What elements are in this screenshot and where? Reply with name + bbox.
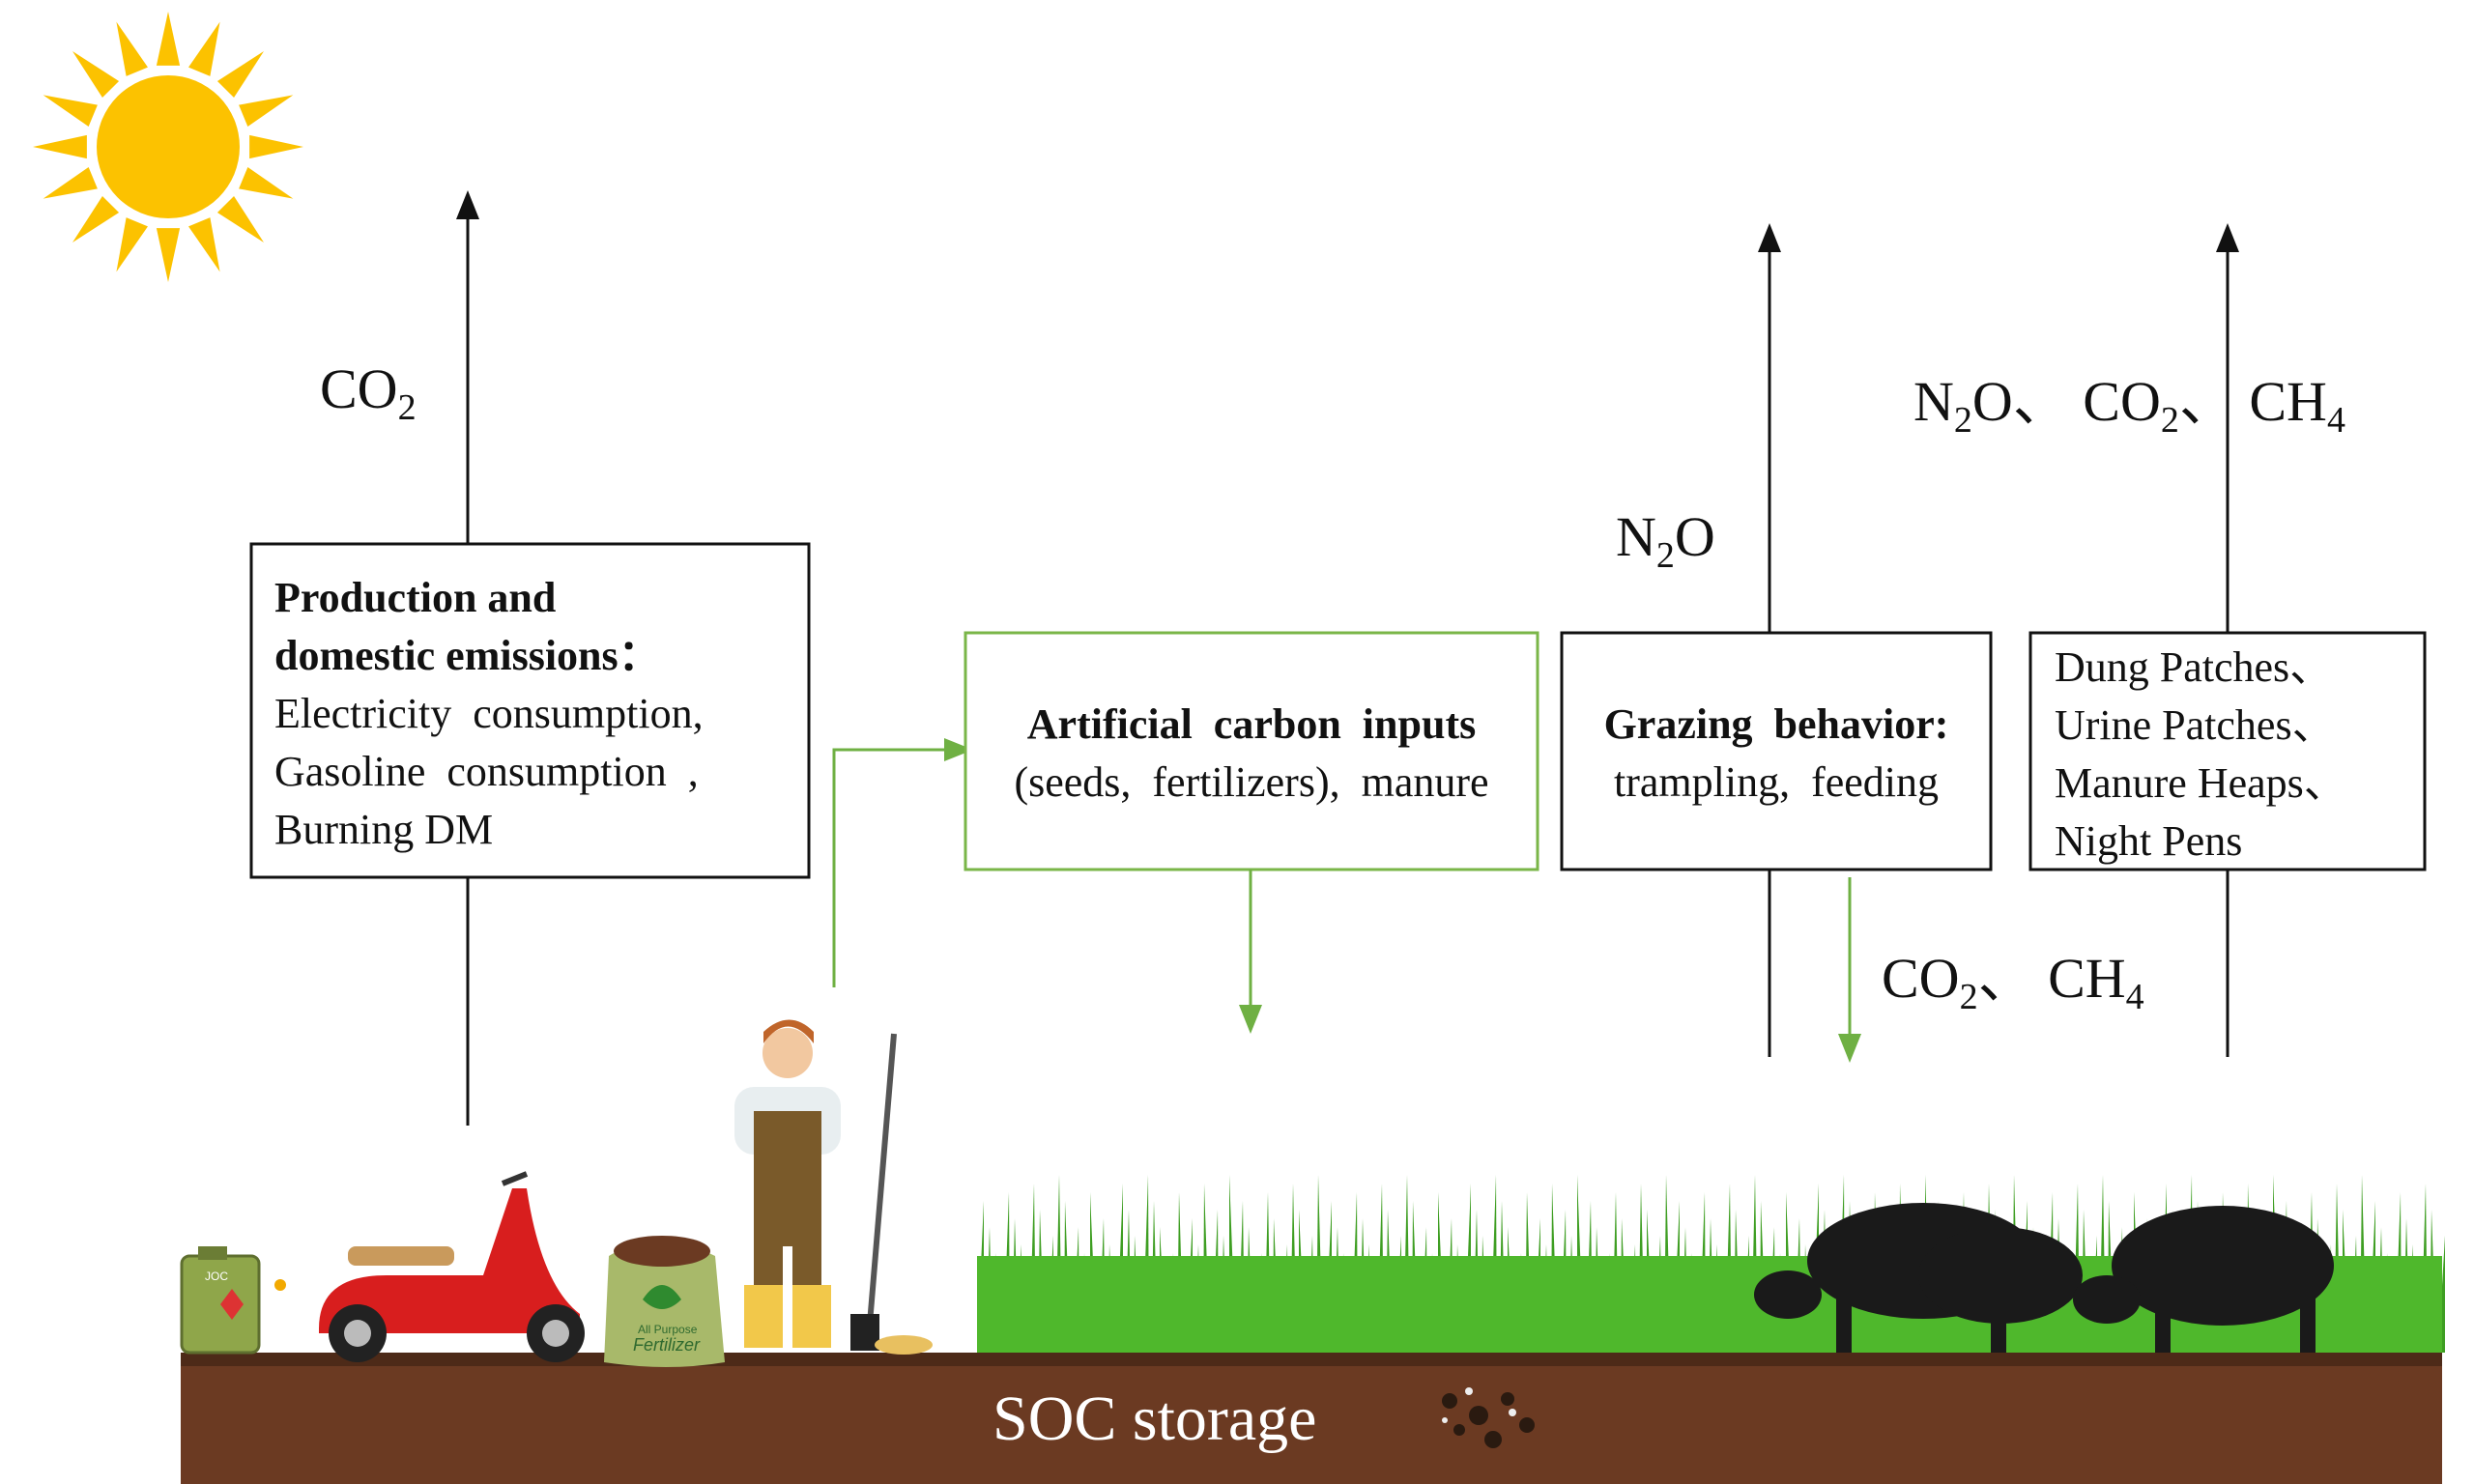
yak-icon (2073, 1206, 2334, 1353)
soil-layer: SOC storage (181, 1353, 2442, 1484)
svg-text:JOC: JOC (205, 1270, 228, 1283)
box-line: (seeds, fertilizers), manure (1014, 758, 1488, 806)
sun-ray (216, 195, 264, 243)
jerrycan-icon: JOC (180, 1246, 286, 1355)
box-title: Grazing behavior: (1604, 700, 1949, 748)
sun-ray (216, 51, 264, 99)
sun-icon (33, 12, 303, 282)
sun-ray (239, 167, 294, 199)
co2-ch4-label: CO2、 CH4 (1882, 947, 2144, 1017)
sun-ray (249, 134, 303, 159)
sun-ray (72, 195, 120, 243)
soc-storage-label: SOC storage (992, 1384, 1316, 1454)
fertilizer-bag-icon: All Purpose Fertilizer (604, 1236, 725, 1367)
box-line: Burning DM (274, 806, 493, 853)
grassland (977, 1175, 2445, 1355)
sun-ray (188, 217, 220, 272)
sun-ray (188, 21, 220, 76)
n2o-co2-ch4-label: N2O、 CO2、 CH4 (1913, 370, 2345, 441)
sun-ray (33, 134, 87, 159)
box-title: domestic emissions： (274, 632, 661, 679)
sun-ray (43, 95, 98, 127)
box-title: Artificial carbon inputs (1027, 700, 1476, 748)
grazing-behavior-box: Grazing behavior: trampling, feeding (1560, 631, 1993, 871)
svg-text:Fertilizer: Fertilizer (633, 1335, 701, 1355)
yak-icon (1754, 1203, 2083, 1353)
box-title: Production and (274, 574, 556, 621)
sun-ray (156, 12, 181, 66)
carbon-particles-icon (1442, 1387, 1535, 1448)
scooter-icon (319, 1171, 585, 1362)
box-line: Electricity consumption, (274, 690, 704, 737)
production-emissions-box: Production and domestic emissions： Elect… (249, 542, 811, 879)
sun-ray (239, 95, 294, 127)
box-line: Urine Patches、 (2055, 701, 2335, 749)
box-line: Night Pens (2055, 817, 2242, 865)
co2-label: CO2 (320, 357, 417, 428)
box-line: Dung Patches、 (2055, 643, 2332, 691)
artificial-carbon-inputs-box: Artificial carbon inputs (seeds, fertili… (964, 631, 1539, 871)
n2o-label: N2O (1616, 505, 1715, 576)
svg-text:All Purpose: All Purpose (638, 1323, 698, 1336)
sun-ray (116, 21, 148, 76)
box-line: Manure Heaps、 (2055, 759, 2346, 807)
box-line: Gasoline consumption , (274, 748, 699, 795)
box-line: trampling, feeding (1614, 758, 1939, 806)
sun-ray (43, 167, 98, 199)
farmer-icon (734, 1019, 933, 1355)
input-arrow (832, 738, 973, 987)
excreta-box: Dung Patches、 Urine Patches、 Manure Heap… (2028, 631, 2427, 871)
sun-ray (72, 51, 120, 99)
sun-ray (116, 217, 148, 272)
sun-ray (156, 228, 181, 282)
